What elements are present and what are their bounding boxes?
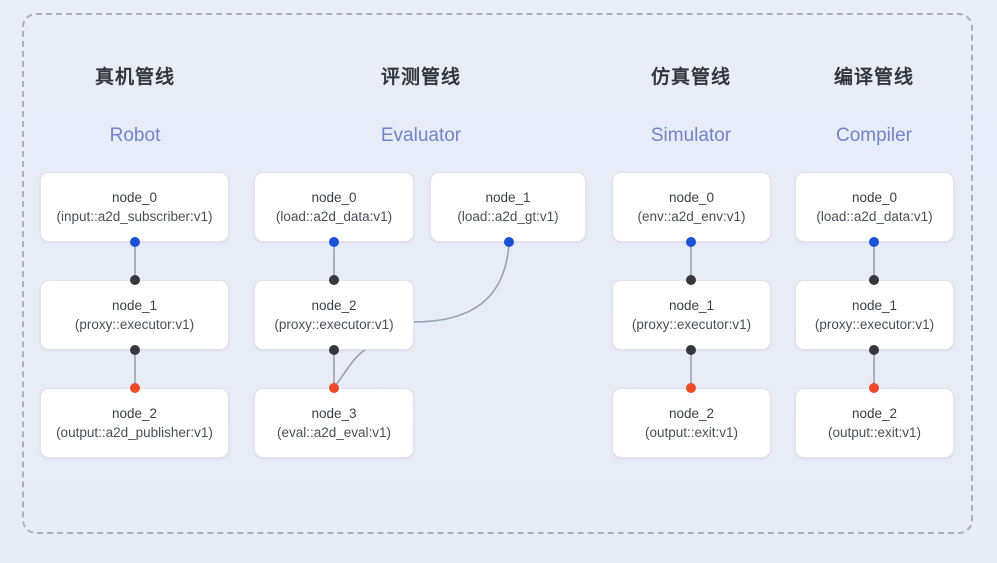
node-type: (output::exit:v1) [644, 425, 739, 440]
port-input-simulator-2[interactable] [686, 383, 696, 393]
port-input-robot-1[interactable] [130, 275, 140, 285]
node-id: node_1 [668, 298, 715, 313]
node-type: (output::exit:v1) [827, 425, 922, 440]
column-subtitle-compiler: Compiler [835, 125, 913, 146]
port-output-robot-1[interactable] [130, 345, 140, 355]
port-output-evaluator-2[interactable] [329, 345, 339, 355]
column-title-simulator: 仿真管线 [650, 67, 731, 88]
node-simulator-0[interactable]: node_0 (env::a2d_env:v1) [612, 172, 771, 242]
node-id: node_1 [851, 298, 898, 313]
port-output-robot-0[interactable] [130, 237, 140, 247]
column-title-compiler: 编译管线 [833, 67, 914, 88]
port-input-simulator-1[interactable] [686, 275, 696, 285]
pipeline-group-frame [22, 13, 973, 534]
node-robot-0[interactable]: node_0 (input::a2d_subscriber:v1) [40, 172, 229, 242]
node-id: node_0 [311, 190, 357, 205]
port-output-compiler-1[interactable] [869, 345, 879, 355]
node-id: node_2 [668, 406, 715, 421]
column-subtitle-simulator: Simulator [650, 125, 732, 146]
port-input-evaluator-3[interactable] [329, 383, 339, 393]
port-output-compiler-0[interactable] [869, 237, 879, 247]
port-input-compiler-1[interactable] [869, 275, 879, 285]
node-compiler-1[interactable]: node_1 (proxy::executor:v1) [795, 280, 954, 350]
node-evaluator-0[interactable]: node_0 (load::a2d_data:v1) [254, 172, 414, 242]
node-evaluator-3[interactable]: node_3 (eval::a2d_eval:v1) [254, 388, 414, 458]
node-evaluator-1-gt[interactable]: node_1 (load::a2d_gt:v1) [430, 172, 586, 242]
node-type: (load::a2d_data:v1) [275, 209, 393, 224]
node-id: node_0 [668, 190, 715, 205]
node-id: node_1 [485, 190, 531, 205]
node-robot-1[interactable]: node_1 (proxy::executor:v1) [40, 280, 229, 350]
node-compiler-0[interactable]: node_0 (load::a2d_data:v1) [795, 172, 954, 242]
node-robot-2[interactable]: node_2 (output::a2d_publisher:v1) [40, 388, 229, 458]
node-type: (load::a2d_data:v1) [816, 209, 933, 224]
node-id: node_0 [111, 190, 158, 205]
node-compiler-2[interactable]: node_2 (output::exit:v1) [795, 388, 954, 458]
port-output-evaluator-0[interactable] [329, 237, 339, 247]
port-input-compiler-2[interactable] [869, 383, 879, 393]
node-evaluator-2[interactable]: node_2 (proxy::executor:v1) [254, 280, 414, 350]
port-input-robot-2[interactable] [130, 383, 140, 393]
column-title-evaluator: 评测管线 [380, 67, 461, 88]
column-subtitle-robot: Robot [109, 125, 161, 146]
node-type: (proxy::executor:v1) [631, 317, 752, 332]
node-type: (eval::a2d_eval:v1) [276, 425, 392, 440]
node-type: (load::a2d_gt:v1) [457, 209, 559, 224]
port-output-evaluator-1-gt[interactable] [504, 237, 514, 247]
port-output-simulator-1[interactable] [686, 345, 696, 355]
node-type: (proxy::executor:v1) [274, 317, 394, 332]
node-id: node_2 [111, 406, 158, 421]
column-title-robot: 真机管线 [94, 67, 175, 88]
port-output-simulator-0[interactable] [686, 237, 696, 247]
node-type: (proxy::executor:v1) [74, 317, 195, 332]
column-subtitle-evaluator: Evaluator [380, 125, 462, 146]
node-simulator-1[interactable]: node_1 (proxy::executor:v1) [612, 280, 771, 350]
node-id: node_0 [851, 190, 898, 205]
node-id: node_2 [311, 298, 357, 313]
node-type: (input::a2d_subscriber:v1) [56, 209, 213, 224]
node-id: node_1 [111, 298, 158, 313]
node-type: (output::a2d_publisher:v1) [56, 425, 213, 440]
node-simulator-2[interactable]: node_2 (output::exit:v1) [612, 388, 771, 458]
port-input-evaluator-2[interactable] [329, 275, 339, 285]
node-id: node_3 [311, 406, 357, 421]
node-id: node_2 [851, 406, 898, 421]
node-type: (proxy::executor:v1) [814, 317, 935, 332]
node-type: (env::a2d_env:v1) [637, 209, 746, 224]
